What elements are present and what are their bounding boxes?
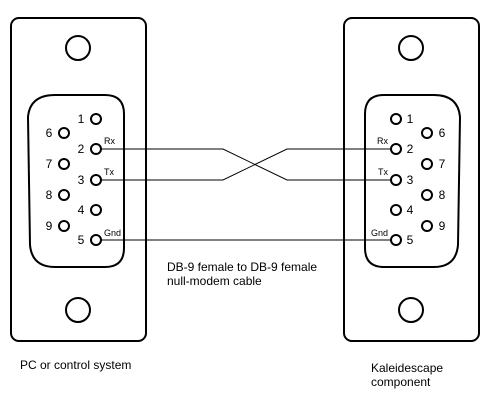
left-pin-8-number: 8: [46, 188, 53, 202]
right-pin-2: [390, 143, 402, 155]
left-tx-label: Tx: [104, 167, 114, 177]
left-pin-4: [90, 204, 102, 216]
right-bottom-mounting-hole: [398, 297, 424, 323]
right-pin-5: [390, 234, 402, 246]
left-pin-7: [58, 158, 70, 170]
right-pin-6-number: 6: [439, 126, 446, 140]
right-pin-1-number: 1: [407, 112, 414, 126]
left-top-mounting-hole: [65, 35, 91, 61]
left-pin-2: [90, 143, 102, 155]
right-connector-caption-line-1: Kaleidescape: [371, 361, 444, 375]
left-pin-3: [90, 174, 102, 186]
left-pin-4-number: 4: [78, 203, 85, 217]
wire-rx-to-tx: [101, 148, 391, 181]
right-pin-8: [421, 189, 433, 201]
left-rx-label: Rx: [104, 136, 115, 146]
right-pin-4-number: 4: [407, 203, 414, 217]
right-pin-9: [421, 220, 433, 232]
cable-caption: DB-9 female to DB-9 female null-modem ca…: [167, 260, 317, 288]
left-gnd-label: Gnd: [104, 228, 121, 238]
left-pin-3-number: 3: [78, 173, 85, 187]
left-pin-9-number: 9: [46, 219, 53, 233]
left-db9-connector: 1 2 3 4 5 6 7 8 9 Rx Tx Gnd: [10, 17, 147, 342]
left-pin-2-number: 2: [78, 142, 85, 156]
right-connector-caption: Kaleidescape component: [371, 361, 443, 389]
cable-caption-line-2: null-modem cable: [167, 274, 262, 288]
right-pin-1: [390, 113, 402, 125]
right-pin-7-number: 7: [439, 157, 446, 171]
right-pin-9-number: 9: [439, 219, 446, 233]
right-db9-face: [364, 94, 462, 268]
right-pin-4: [390, 204, 402, 216]
left-connector-caption: PC or control system: [20, 358, 132, 372]
left-db9-face: [26, 94, 125, 268]
left-pin-8: [58, 189, 70, 201]
left-pin-1: [90, 113, 102, 125]
right-gnd-label: Gnd: [371, 228, 388, 238]
left-pin-9: [58, 220, 70, 232]
left-pin-5: [90, 234, 102, 246]
right-rx-label: Rx: [377, 136, 388, 146]
wire-tx-to-rx: [101, 148, 391, 181]
left-pin-6: [58, 127, 70, 139]
right-tx-label: Tx: [378, 167, 388, 177]
left-pin-6-number: 6: [46, 126, 53, 140]
right-pin-2-number: 2: [407, 142, 414, 156]
right-connector-caption-line-2: component: [371, 375, 431, 389]
left-pin-1-number: 1: [78, 112, 85, 126]
left-bottom-mounting-hole: [65, 297, 91, 323]
right-top-mounting-hole: [398, 35, 424, 61]
right-pin-3-number: 3: [407, 173, 414, 187]
right-pin-6: [421, 127, 433, 139]
left-pin-7-number: 7: [46, 157, 53, 171]
cable-caption-line-1: DB-9 female to DB-9 female: [167, 260, 318, 274]
right-pin-7: [421, 158, 433, 170]
right-pin-5-number: 5: [407, 233, 414, 247]
left-pin-5-number: 5: [78, 233, 85, 247]
right-pin-3: [390, 174, 402, 186]
right-pin-8-number: 8: [439, 188, 446, 202]
null-modem-wires: [101, 148, 391, 241]
